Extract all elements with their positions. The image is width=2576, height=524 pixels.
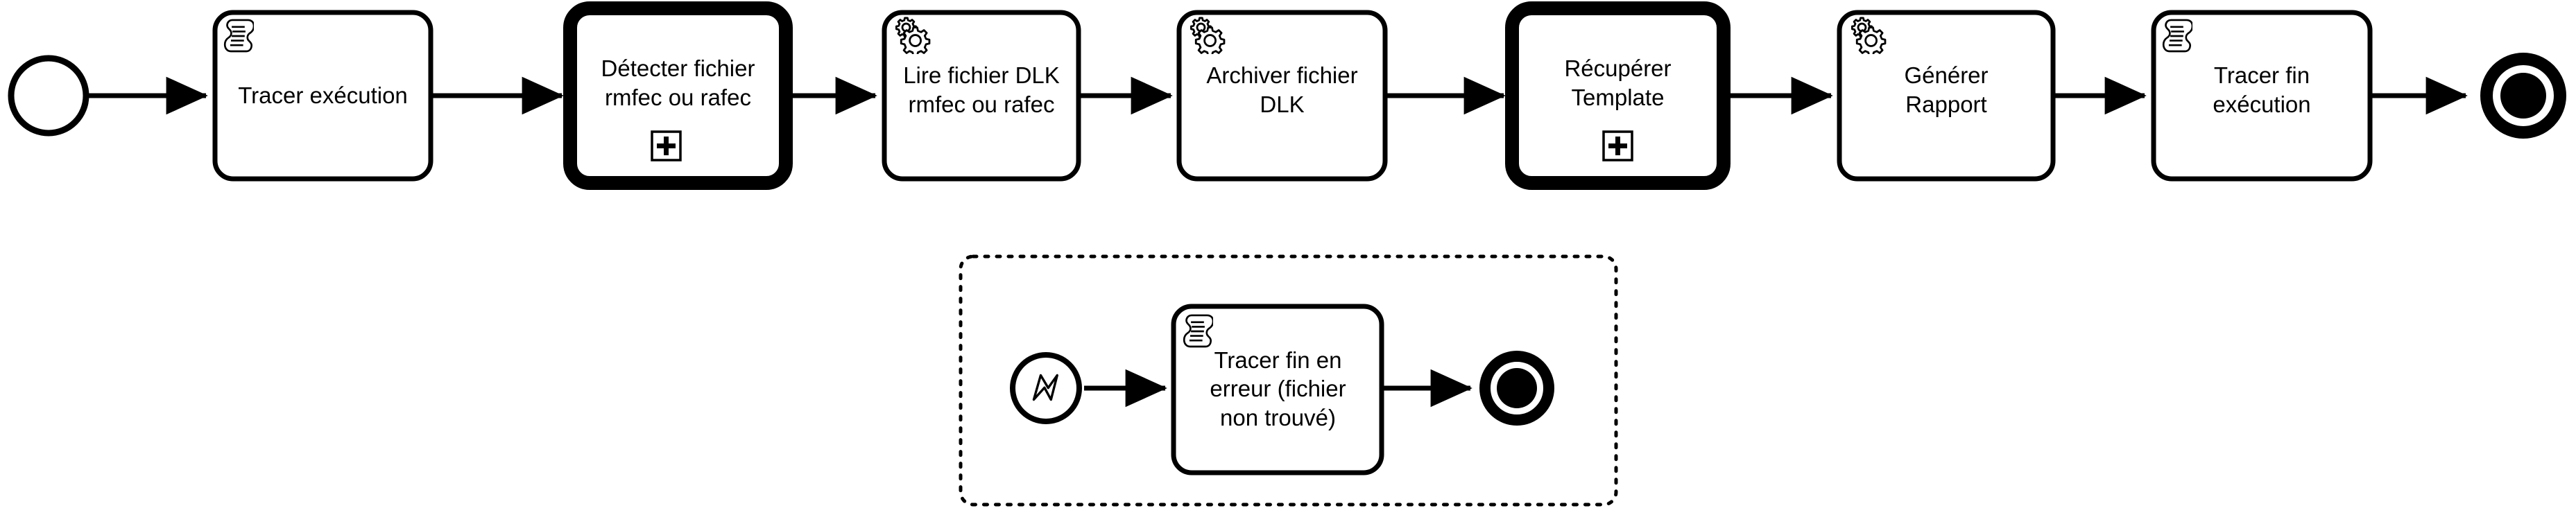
task-lire-fichier-dlk[interactable] — [882, 10, 1081, 182]
plus-marker — [651, 130, 682, 161]
start-event[interactable] — [8, 55, 89, 137]
task-generer-rapport[interactable] — [1837, 10, 2056, 182]
task-tracer-fin-erreur[interactable] — [1171, 304, 1384, 475]
plus-marker — [1602, 130, 1633, 161]
task-recuperer-template[interactable] — [1505, 1, 1731, 190]
task-tracer-fin-execution[interactable] — [2151, 10, 2373, 182]
task-archiver-fichier-dlk[interactable] — [1176, 10, 1388, 182]
error-start-event[interactable] — [1010, 352, 1082, 424]
task-detecter-fichier[interactable] — [563, 1, 793, 190]
error-end-event[interactable] — [1479, 351, 1554, 426]
task-tracer-execution[interactable] — [212, 10, 433, 182]
end-event[interactable] — [2480, 53, 2566, 139]
